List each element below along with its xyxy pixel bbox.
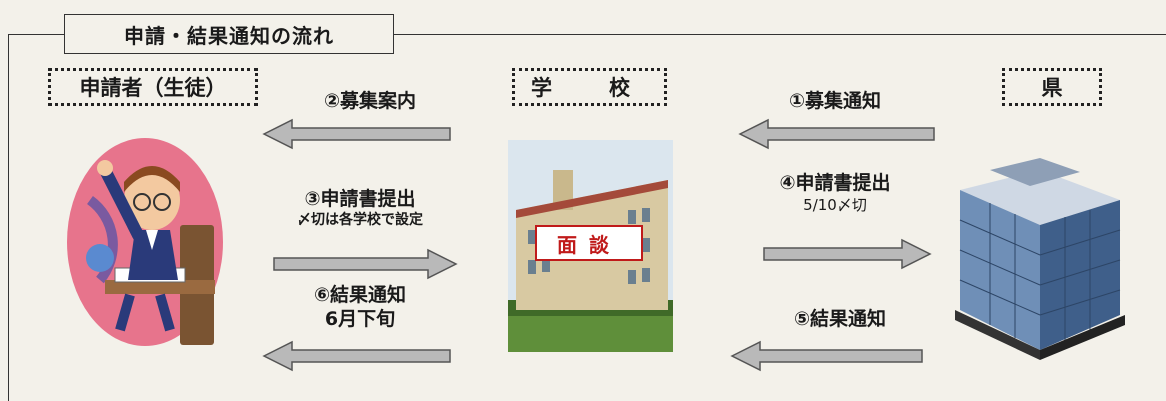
step-6-label: ⑥結果通知 — [313, 284, 407, 306]
step-4-block: ④申請書提出 5/10〆切 — [745, 172, 925, 215]
step-4-label: ④申請書提出 — [779, 172, 891, 194]
step-3-block: ③申請書提出 〆切は各学校で設定 — [255, 188, 465, 229]
arrow-right-step-3 — [273, 248, 458, 280]
actor-applicant: 申請者（生徒） — [48, 68, 258, 106]
arrow-right-step-4 — [763, 238, 932, 270]
actor-school: 学 校 — [512, 68, 667, 106]
step-3-note: 〆切は各学校で設定 — [297, 211, 423, 228]
diagram-title: 申請・結果通知の流れ — [64, 14, 394, 54]
arrow-left-step-5 — [730, 340, 923, 372]
step-6-block: ⑥結果通知 6月下旬 — [270, 284, 450, 332]
step-1-label: ①募集通知 — [788, 90, 882, 112]
step-5-label: ⑤結果通知 — [793, 308, 887, 330]
office-building-icon — [955, 158, 1125, 360]
arrow-left-step-1 — [738, 118, 935, 150]
step-4-note: 5/10〆切 — [803, 195, 867, 214]
frame-left-line — [8, 34, 10, 401]
step-6-note: 6月下旬 — [324, 307, 396, 330]
arrow-left-step-6 — [262, 340, 451, 372]
frame-top-line — [8, 34, 1166, 36]
actor-prefecture: 県 — [1002, 68, 1102, 106]
student-illustration — [67, 138, 223, 346]
arrow-left-step-2 — [262, 118, 451, 150]
step-3-label: ③申請書提出 — [304, 188, 416, 210]
interview-stamp: 面談 — [535, 225, 643, 261]
step-2-label: ②募集案内 — [323, 90, 417, 112]
